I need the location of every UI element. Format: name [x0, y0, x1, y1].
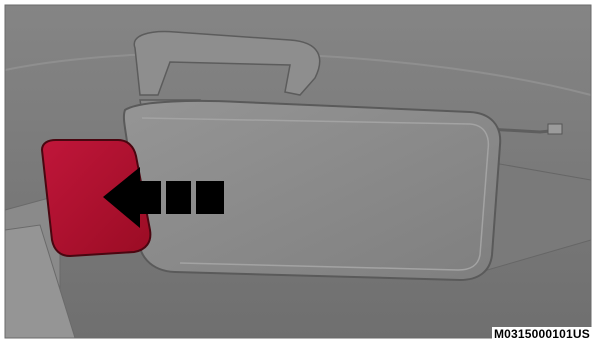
figure-caption: M0315000101US: [492, 327, 592, 341]
mirror-clip: [548, 124, 562, 134]
